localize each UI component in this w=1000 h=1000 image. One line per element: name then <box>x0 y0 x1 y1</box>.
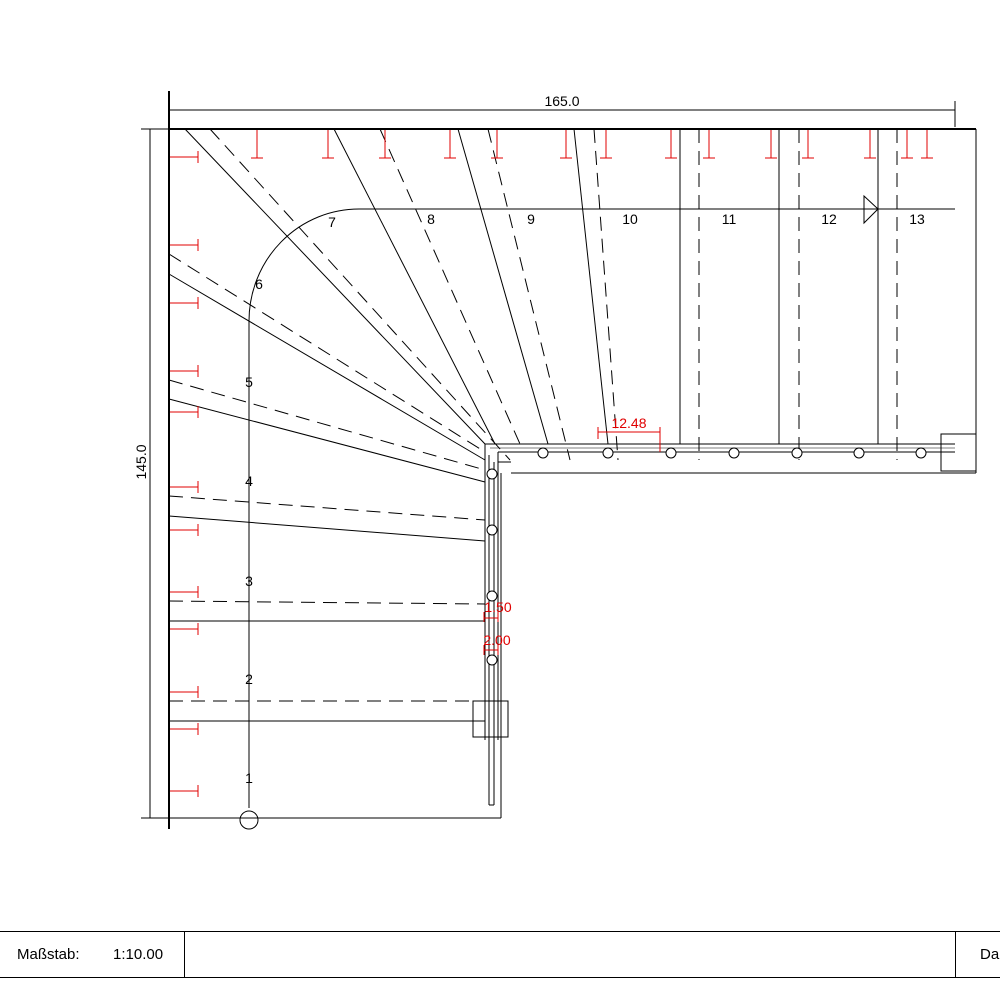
red-dimension-markers <box>483 427 661 655</box>
width-dimension-label: 165.0 <box>544 93 579 109</box>
overall-dimension-lines <box>141 101 956 819</box>
step-number: 6 <box>255 276 263 292</box>
step-number: 5 <box>245 374 253 390</box>
step-numbers: 1 2 3 4 5 6 7 8 9 10 11 12 13 <box>245 211 925 786</box>
title-block: Maßstab: 1:10.00 Da <box>0 931 1000 978</box>
step-number: 2 <box>245 671 253 687</box>
step-number: 12 <box>821 211 837 227</box>
step-number: 7 <box>328 214 336 230</box>
title-block-divider <box>184 932 185 977</box>
gap-dimension-2: 2.00 <box>483 632 510 648</box>
gap-dimension-1: 1.50 <box>484 599 511 615</box>
balusters <box>486 447 927 666</box>
title-block-right-label: Da <box>980 946 1000 963</box>
title-block-divider <box>955 932 956 977</box>
anchor-ticks <box>170 130 933 797</box>
tread-width-dimension: 12.48 <box>611 415 646 431</box>
step-number: 11 <box>722 211 737 227</box>
scale-label: Maßstab: <box>17 946 80 963</box>
step-number: 3 <box>245 573 253 589</box>
step-number: 1 <box>245 770 253 786</box>
step-number: 4 <box>245 473 253 489</box>
tread-edges-dashed <box>168 128 898 702</box>
step-number: 8 <box>427 211 435 227</box>
step-number: 10 <box>622 211 638 227</box>
height-dimension-label: 145.0 <box>133 444 149 479</box>
step-number: 13 <box>909 211 925 227</box>
scale-value: 1:10.00 <box>113 946 164 963</box>
stair-outline <box>168 91 977 830</box>
step-number: 9 <box>527 211 535 227</box>
tread-edges-solid <box>168 128 879 722</box>
